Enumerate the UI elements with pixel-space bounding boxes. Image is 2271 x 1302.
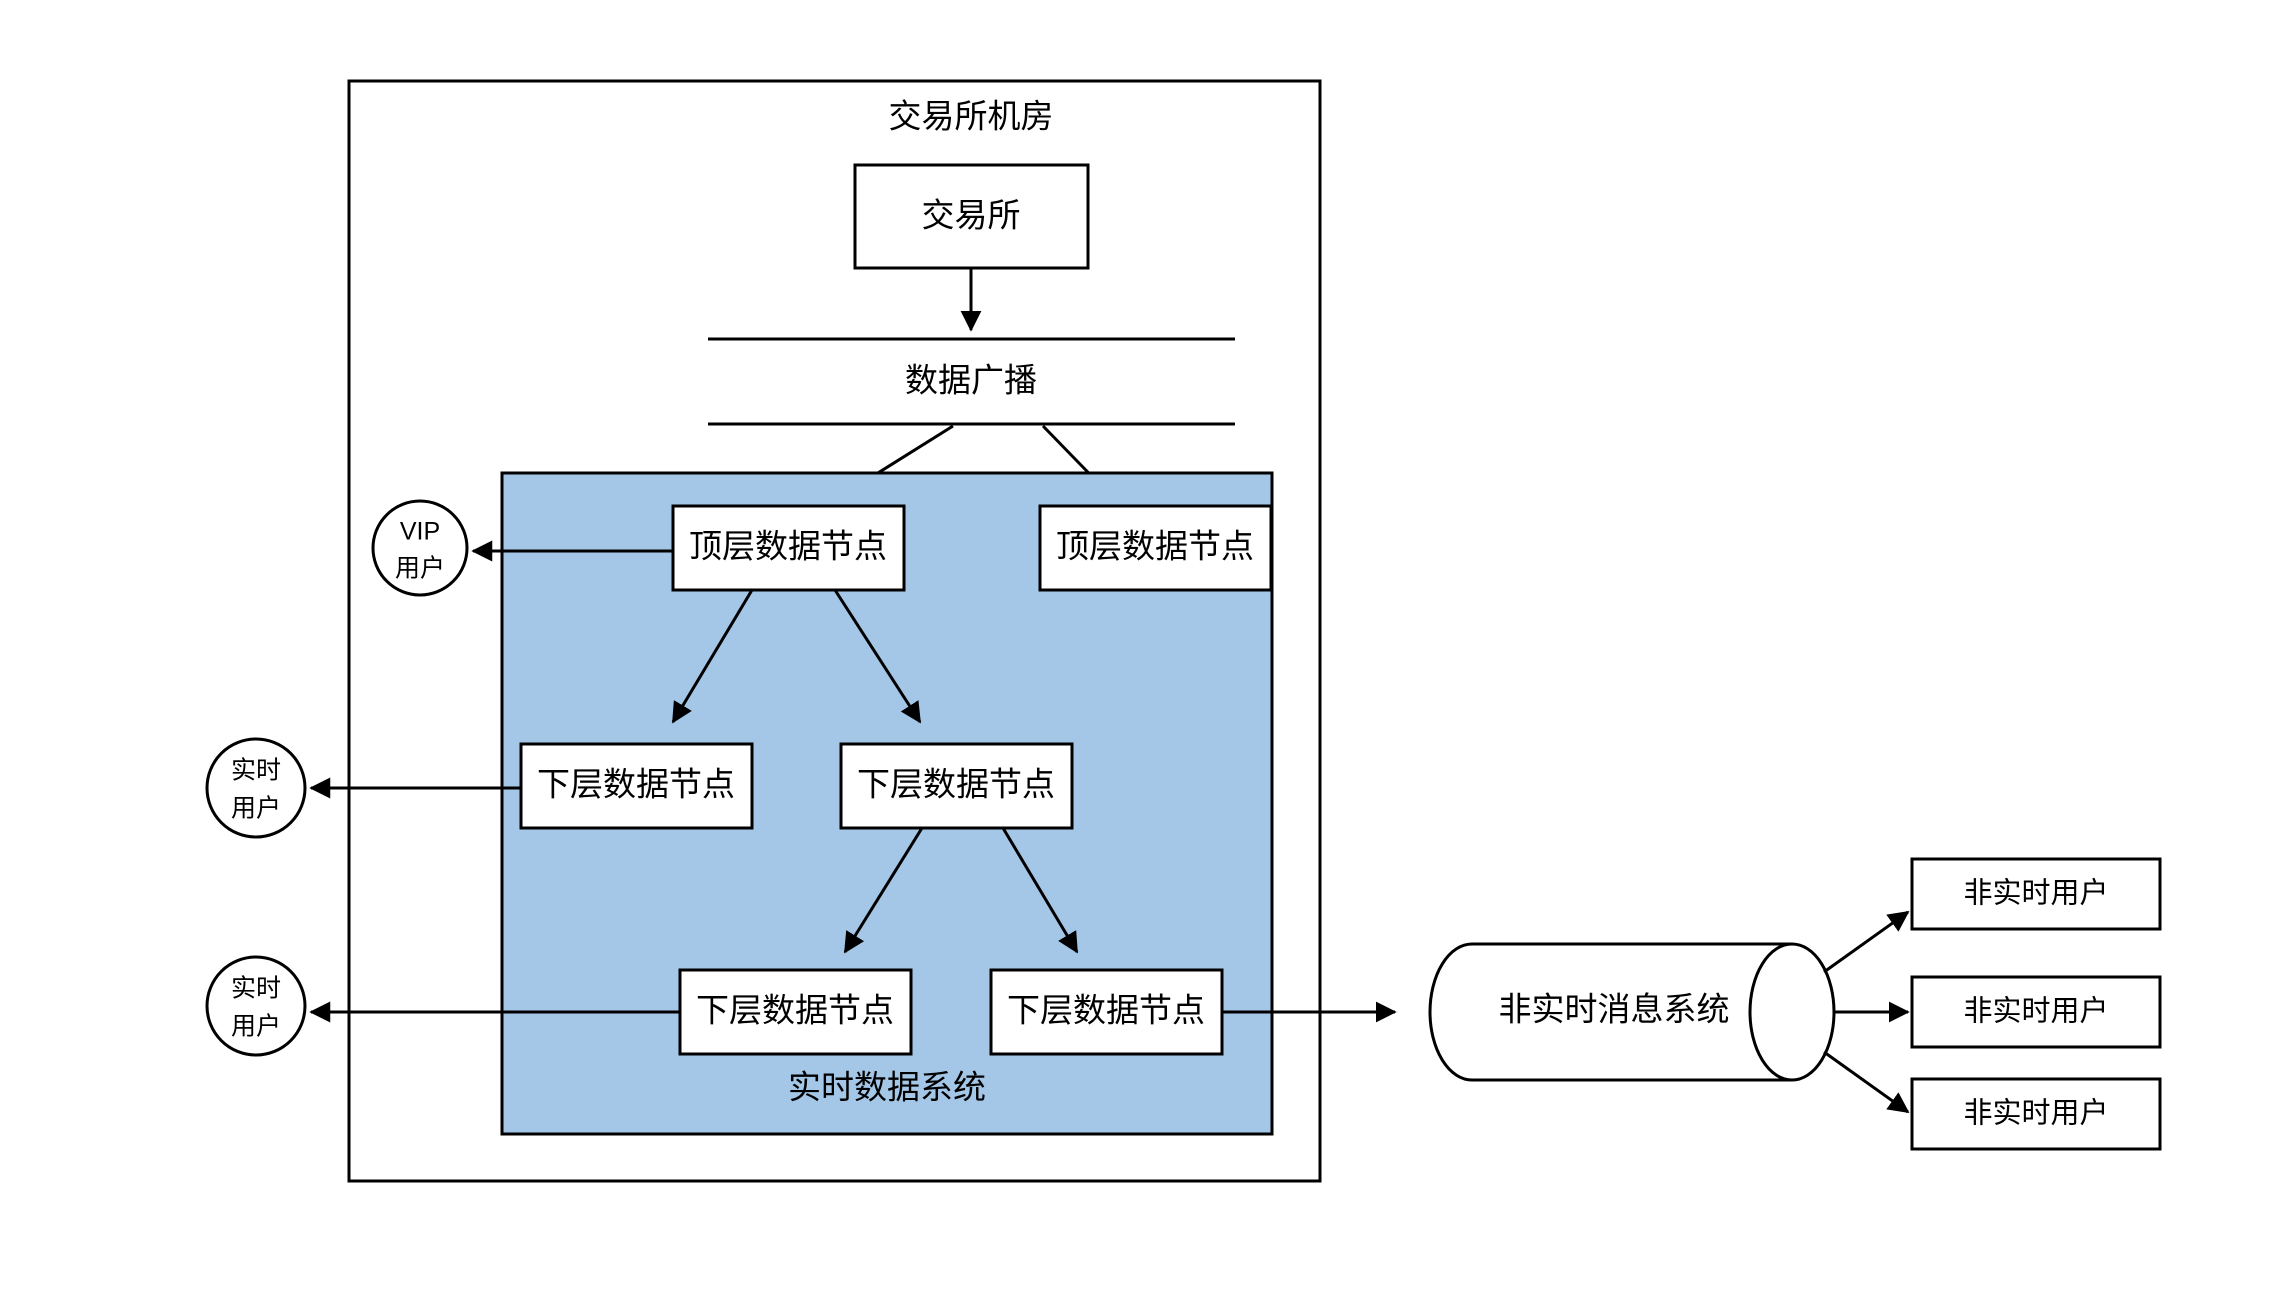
exchange-datacenter-title: 交易所机房 bbox=[889, 98, 1054, 135]
top-data-node-1 bbox=[671, 504, 906, 592]
non-realtime-user-2-label: 非实时用户 bbox=[1963, 995, 2108, 1028]
edge-queue-to-end-user-3 bbox=[1823, 1050, 1910, 1114]
exchange-datacenter-container bbox=[347, 79, 1322, 1183]
broadcast-label: 数据广播 bbox=[905, 362, 1037, 399]
realtime-user-actor-2 bbox=[205, 955, 307, 1057]
non-realtime-user-1-label: 非实时用户 bbox=[1963, 877, 2108, 910]
mid-data-node-2-label: 下层数据节点 bbox=[857, 766, 1055, 803]
edge-mid-node-2-to-bottom-node-1 bbox=[843, 827, 924, 954]
realtime-user-1-label-line1: 实时 bbox=[231, 757, 281, 785]
bottom-data-node-1-label: 下层数据节点 bbox=[696, 992, 894, 1029]
vip-user-label-line1: VIP bbox=[400, 518, 440, 546]
realtime-data-system-label: 实时数据系统 bbox=[788, 1069, 986, 1106]
message-queue-cylinder bbox=[1428, 942, 1836, 1082]
realtime-user-2-label-line1: 实时 bbox=[231, 975, 281, 1003]
edge-mid-node-2-to-bottom-node-2 bbox=[1001, 827, 1079, 954]
mid-data-node-2 bbox=[839, 742, 1074, 830]
bottom-data-node-2-label: 下层数据节点 bbox=[1007, 992, 1205, 1029]
mid-data-node-1 bbox=[519, 742, 754, 830]
non-realtime-user-3-label: 非实时用户 bbox=[1963, 1097, 2108, 1130]
top-data-node-2-label: 顶层数据节点 bbox=[1056, 528, 1254, 565]
edge-top-node-1-to-mid-node-2 bbox=[833, 589, 922, 724]
top-data-node-1-label: 顶层数据节点 bbox=[689, 528, 887, 565]
edge-top-node-1-to-mid-node-1 bbox=[671, 589, 754, 724]
top-data-node-2 bbox=[1038, 504, 1273, 592]
non-realtime-user-box-1 bbox=[1910, 857, 2162, 931]
non-realtime-user-box-3 bbox=[1910, 1077, 2162, 1151]
exchange-box-label: 交易所 bbox=[922, 197, 1021, 234]
realtime-user-1-label-line2: 用户 bbox=[231, 795, 281, 823]
bottom-data-node-1 bbox=[678, 968, 913, 1056]
edge-queue-to-end-user-1 bbox=[1823, 910, 1910, 974]
non-realtime-user-box-2 bbox=[1910, 975, 2162, 1049]
mid-data-node-1-label: 下层数据节点 bbox=[537, 766, 735, 803]
realtime-user-2-label-line2: 用户 bbox=[231, 1013, 281, 1041]
vip-user-label-line2: 用户 bbox=[395, 555, 445, 583]
message-queue-label: 非实时消息系统 bbox=[1499, 991, 1730, 1028]
realtime-user-actor-1 bbox=[205, 737, 307, 839]
vip-user-actor bbox=[371, 499, 469, 597]
